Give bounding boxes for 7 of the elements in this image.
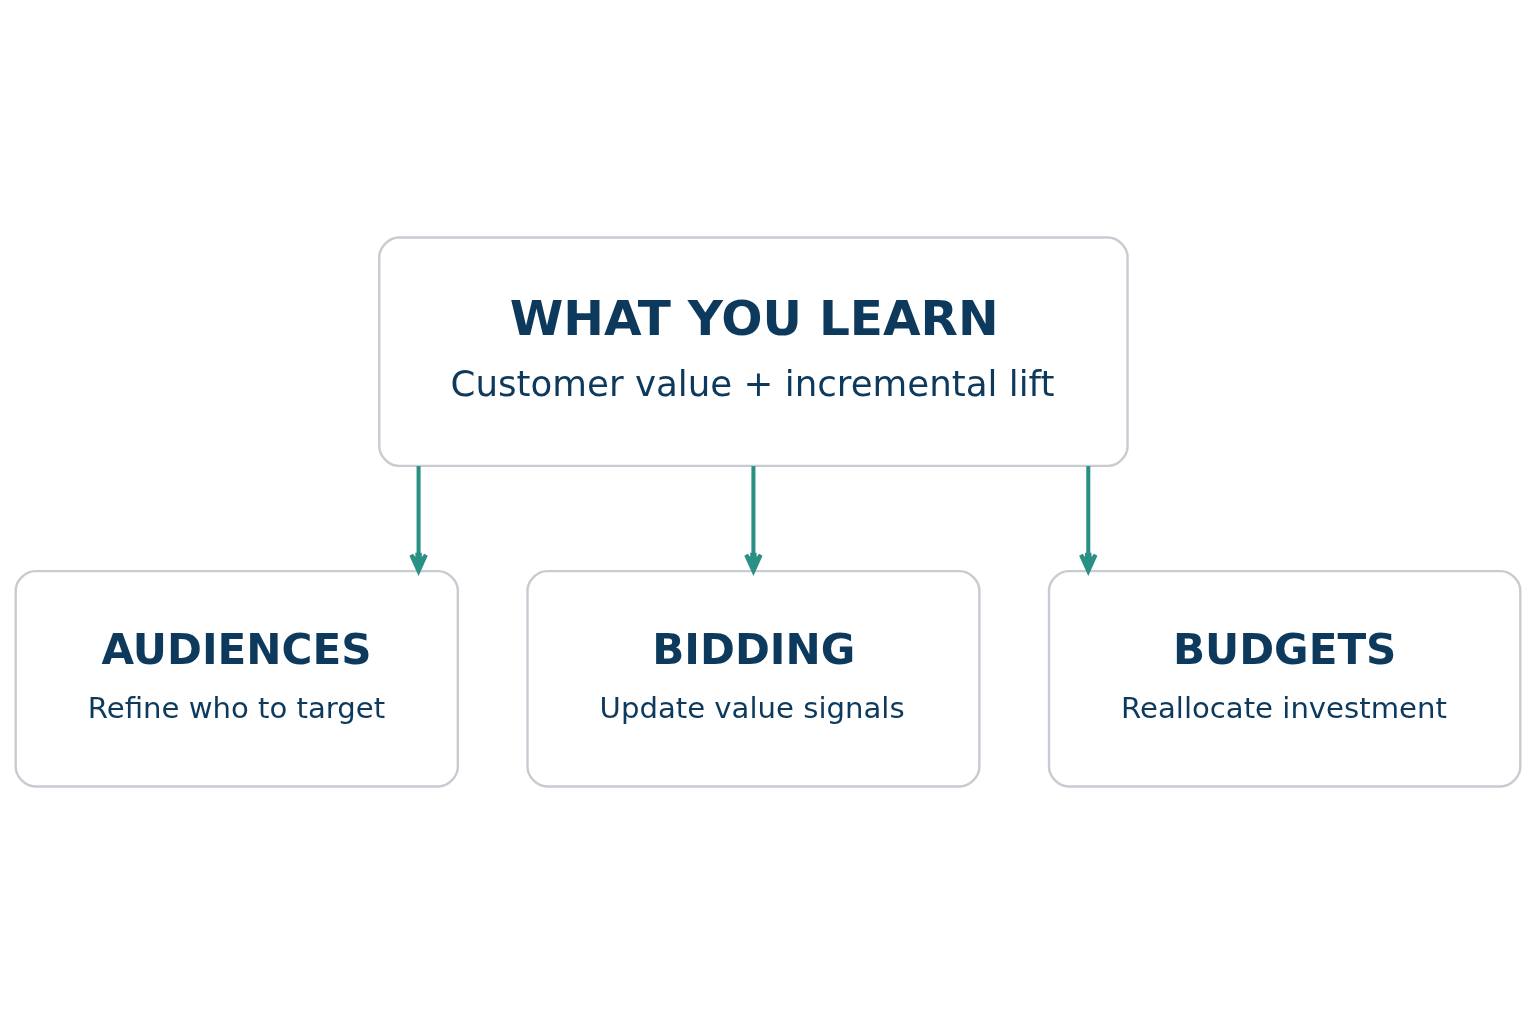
node-box: AUDIENCES Refine who to target [14,569,460,788]
node-box: BIDDING Update value signals [526,569,981,788]
arrow [1078,466,1098,574]
arrow [744,466,763,574]
node-box: BUDGETS Reallocate investment [1047,569,1522,788]
node-box: WHAT YOU LEARN Customer value + incremental lift [378,236,1129,468]
arrow [409,466,428,574]
